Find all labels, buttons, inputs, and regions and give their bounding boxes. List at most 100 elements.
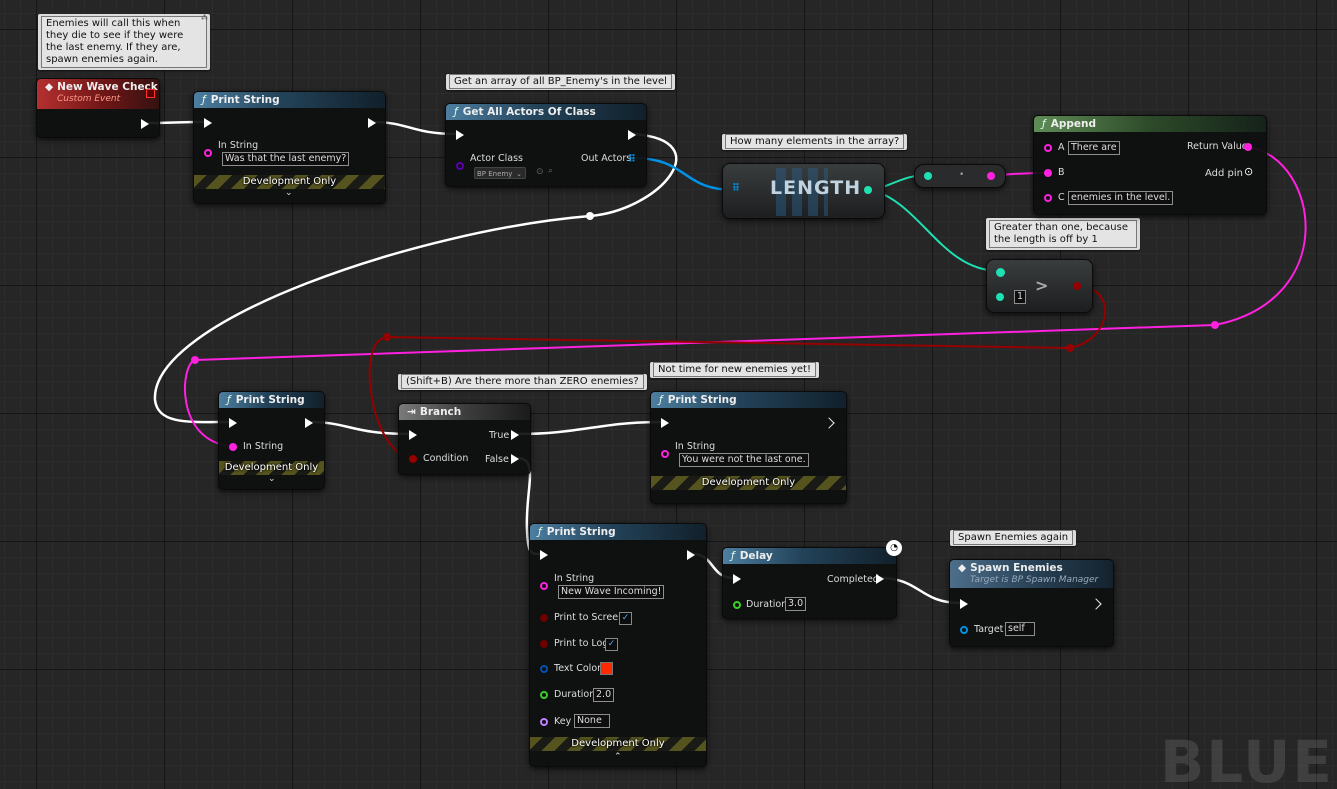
add-pin-icon[interactable]: ⊙ [1244, 165, 1254, 178]
greater-node[interactable]: 1 > [986, 259, 1093, 313]
exec-in-pin[interactable] [456, 130, 464, 140]
array-pin[interactable]: ⠿ [732, 183, 740, 194]
string-pin[interactable] [204, 149, 212, 157]
string-pin[interactable] [1044, 169, 1052, 177]
int-pin[interactable] [996, 268, 1005, 277]
exec-in-pin[interactable] [733, 574, 741, 584]
float-pin[interactable] [540, 691, 548, 699]
exec-in-pin[interactable] [229, 418, 237, 428]
reroute-knot [383, 333, 391, 341]
pin-label: B [1058, 167, 1065, 178]
color-pin[interactable] [540, 665, 548, 673]
exec-in-pin[interactable] [204, 118, 212, 128]
a-field[interactable]: There are [1068, 141, 1120, 155]
string-pin[interactable] [1044, 194, 1052, 202]
float-pin[interactable] [733, 601, 741, 609]
development-only-banner: Development Only [530, 737, 706, 751]
branch-node[interactable]: ⇥Branch True Condition False [398, 403, 531, 475]
bool-pin[interactable] [1073, 282, 1081, 290]
pin-label: Text Color [554, 663, 602, 674]
int-pin[interactable] [864, 186, 872, 194]
string-pin[interactable] [1244, 143, 1252, 151]
exec-out-pin[interactable] [876, 574, 884, 584]
string-pin[interactable] [661, 450, 669, 458]
exec-out-pin[interactable] [141, 119, 149, 129]
exec-out-pin[interactable] [628, 130, 636, 140]
comment-spawn-text: Spawn Enemies again [953, 530, 1074, 545]
node-title: Print String [546, 526, 616, 538]
exec-in-pin[interactable] [540, 550, 548, 560]
print-to-log-checkbox[interactable]: ✓ [605, 638, 618, 651]
string-pin[interactable] [1044, 144, 1052, 152]
comment-get-actors[interactable]: Get an array of all BP_Enemy's in the le… [446, 74, 675, 90]
exec-in-pin[interactable] [661, 418, 669, 428]
int-to-string-node[interactable]: • [914, 164, 1006, 188]
print-to-screen-checkbox[interactable]: ✓ [619, 612, 632, 625]
key-field[interactable]: None [574, 714, 610, 728]
in-string-field[interactable]: You were not the last one. [679, 453, 809, 467]
node-title: Get All Actors Of Class [462, 106, 596, 118]
add-pin-label[interactable]: Add pin [1205, 168, 1244, 179]
comment-spawn[interactable]: Spawn Enemies again [950, 530, 1077, 546]
duration-field[interactable]: 3.0 [785, 597, 807, 611]
comment-branch[interactable]: (Shift+B) Are there more than ZERO enemi… [398, 374, 647, 390]
text-color-swatch[interactable] [600, 662, 613, 675]
int-pin[interactable] [924, 172, 932, 180]
comment-event[interactable]: Enemies will call this when they die to … [38, 14, 210, 70]
exec-out-pin[interactable] [368, 118, 376, 128]
comment-branch-text: (Shift+B) Are there more than ZERO enemi… [401, 374, 644, 389]
in-string-field[interactable]: Was that the last enemy? [222, 152, 350, 166]
string-pin[interactable] [987, 172, 995, 180]
exec-in-pin[interactable] [409, 430, 417, 440]
collapse-chevron-icon[interactable]: ⌃ [614, 752, 622, 762]
exec-out-false-pin[interactable] [511, 454, 519, 464]
exec-out-pin[interactable] [1090, 598, 1102, 610]
node-title: Print String [667, 394, 737, 406]
bool-pin[interactable] [540, 640, 548, 648]
in-string-field[interactable]: New Wave Incoming! [558, 585, 665, 599]
comment-length[interactable]: How many elements in the array? [722, 134, 908, 150]
exec-out-pin[interactable] [305, 418, 313, 428]
length-node[interactable]: LENGTH ⠿ [722, 163, 885, 219]
c-field[interactable]: enemies in the level. [1068, 191, 1174, 205]
graph-type-watermark: BLUEPRINT [1160, 728, 1337, 789]
class-pin[interactable] [456, 162, 464, 170]
bool-pin[interactable] [540, 614, 548, 622]
string-pin[interactable] [229, 443, 237, 451]
b-field[interactable]: 1 [1014, 290, 1027, 304]
use-selected-icon[interactable]: ⊙ [536, 167, 544, 177]
name-pin[interactable] [540, 718, 548, 726]
event-node-new-wave-check[interactable]: ◆New Wave Check Custom Event [36, 78, 160, 138]
exec-in-pin[interactable] [960, 599, 968, 609]
comment-greater-text: Greater than one, because the length is … [989, 220, 1137, 248]
object-pin[interactable] [960, 626, 968, 634]
string-pin[interactable] [540, 582, 548, 590]
comment-not-time[interactable]: Not time for new enemies yet! [650, 362, 819, 378]
bool-pin[interactable] [409, 455, 417, 463]
exec-out-pin[interactable] [687, 550, 695, 560]
actor-class-dropdown[interactable]: BP Enemy⌄ [474, 167, 526, 179]
browse-icon[interactable]: ⌕ [548, 166, 554, 176]
comment-greater[interactable]: Greater than one, because the length is … [986, 218, 1140, 250]
exec-out-true-pin[interactable] [511, 430, 519, 440]
expand-chevron-icon[interactable]: ⌄ [268, 474, 276, 484]
delegate-pin[interactable] [146, 89, 155, 98]
array-pin[interactable]: ⠿ [628, 154, 636, 165]
exec-out-pin[interactable] [823, 417, 835, 429]
node-title: Branch [419, 406, 462, 418]
int-pin[interactable] [996, 293, 1004, 301]
spawn-enemies-node[interactable]: ◆Spawn Enemies Target is BP Spawn Manage… [949, 559, 1114, 647]
duration-field[interactable]: 2.0 [593, 688, 615, 702]
target-field[interactable]: self [1005, 622, 1035, 636]
exec-wire [515, 420, 662, 436]
expand-chevron-icon[interactable]: ⌄ [285, 188, 293, 198]
